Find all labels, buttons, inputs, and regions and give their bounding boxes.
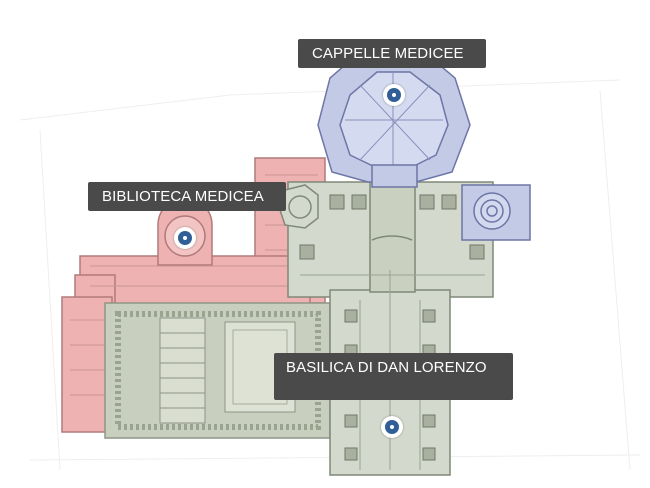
side-chapel (461, 184, 531, 241)
stair-room (279, 184, 319, 229)
basilica-building (287, 181, 494, 476)
basilica-label[interactable]: BASILICA DI DAN LORENZO (274, 353, 513, 400)
cappelle-medicee-label[interactable]: CAPPELLE MEDICEE (298, 39, 486, 68)
basilica-location-marker-icon[interactable] (381, 416, 403, 438)
cappelle-medicee-location-marker-icon[interactable] (383, 84, 405, 106)
biblioteca-building (61, 157, 326, 433)
biblioteca-medicea-location-marker-icon[interactable] (174, 227, 196, 249)
cappelle-building (317, 44, 471, 188)
biblioteca-medicea-label[interactable]: BIBLIOTECA MEDICEA (88, 182, 286, 211)
